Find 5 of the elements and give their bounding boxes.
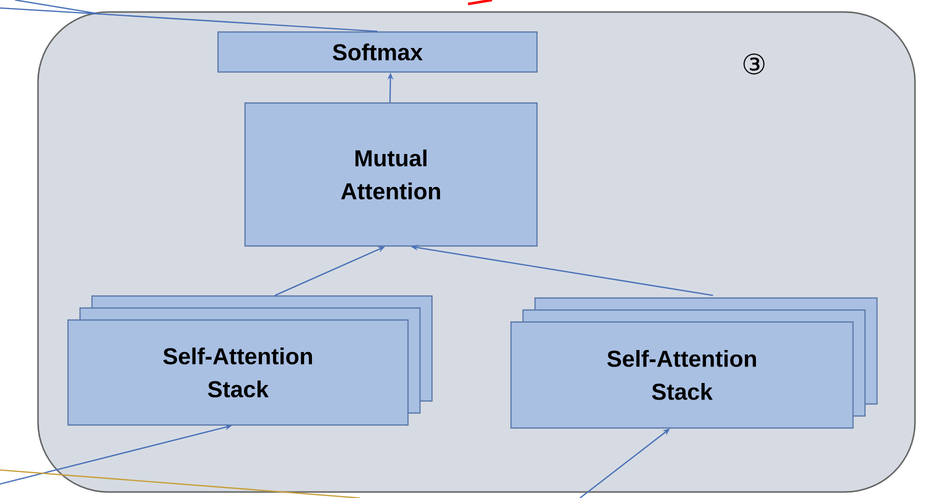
connector-line [0,0,378,32]
stacked-box: Self-Attention Stack [510,297,878,429]
process-box: Softmax [217,31,538,73]
process-box: Mutual Attention [244,102,538,247]
stacked-box: Self-Attention Stack [67,295,433,426]
